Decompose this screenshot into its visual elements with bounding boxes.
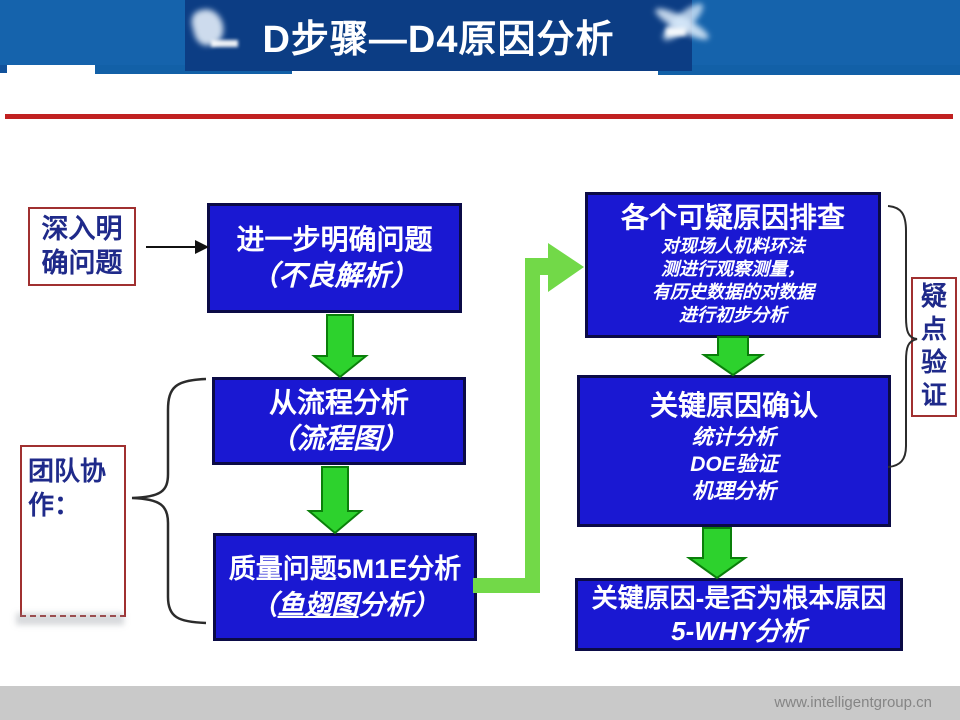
flow-box-line: 机理分析 bbox=[692, 480, 776, 503]
flow-box-title: 关键原因-是否为根本原因 bbox=[591, 582, 887, 613]
label-line: 深入明 bbox=[41, 213, 123, 245]
subtitle-open: （ bbox=[250, 590, 278, 620]
title-banner: D步骤—D4原因分析 bbox=[185, 0, 692, 71]
flow-box-root-cause-5why: 关键原因-是否为根本原因 5-WHY分析 bbox=[575, 578, 903, 651]
flow-box-title: 从流程分析 bbox=[268, 387, 409, 418]
label-char: 验 bbox=[920, 348, 947, 378]
flow-box-title: 质量问题5M1E分析 bbox=[228, 554, 462, 584]
label-char: 疑 bbox=[920, 282, 947, 312]
label-line: 确问题 bbox=[41, 247, 123, 279]
subtitle-underlined: 鱼翅图 bbox=[277, 590, 359, 620]
green-arrow-box5-box6 bbox=[685, 527, 749, 580]
left-curly-brace bbox=[131, 377, 207, 625]
flow-box-suspect-cause-screening: 各个可疑原因排查 对现场人机料环法 测进行观察测量， 有历史数据的对数据 进行初… bbox=[585, 192, 881, 338]
page-title: D步骤—D4原因分析 bbox=[262, 19, 615, 61]
flow-box-key-cause-confirmation: 关键原因确认 统计分析 DOE验证 机理分析 bbox=[577, 375, 891, 527]
green-arrow-box2-box3 bbox=[306, 466, 364, 535]
flow-box-subtitle: （不良解析） bbox=[250, 260, 419, 291]
label-line: 作： bbox=[28, 491, 81, 521]
flow-box-line: 进行初步分析 bbox=[679, 305, 787, 325]
banner-strip-notch bbox=[0, 65, 7, 73]
flow-box-process-analysis: 从流程分析 （流程图） bbox=[212, 377, 466, 465]
flow-box-line: 有历史数据的对数据 bbox=[652, 282, 814, 302]
flow-box-title: 进一步明确问题 bbox=[236, 224, 433, 255]
flow-box-clarify-further: 进一步明确问题 （不良解析） bbox=[207, 203, 462, 313]
flow-box-subtitle: （流程图） bbox=[268, 423, 409, 454]
label-team-collaboration: 团队协 作： bbox=[20, 445, 126, 617]
flow-box-title: 关键原因确认 bbox=[649, 390, 818, 421]
flow-box-line: 统计分析 bbox=[692, 426, 776, 449]
flow-box-line: DOE验证 bbox=[690, 453, 778, 476]
flow-box-subtitle: 5-WHY分析 bbox=[671, 615, 807, 646]
divider-red-line bbox=[5, 114, 953, 119]
footer-watermark-url: www.intelligentgroup.cn bbox=[774, 694, 932, 711]
label-char: 点 bbox=[920, 315, 947, 345]
banner-strip-right bbox=[658, 65, 960, 75]
flow-box-5m1e-analysis: 质量问题5M1E分析 （鱼翅图分析） bbox=[213, 533, 477, 641]
label-line: 团队协 bbox=[28, 457, 107, 487]
subtitle-close: 分析） bbox=[358, 590, 440, 620]
label-suspect-verification: 疑 点 验 证 bbox=[911, 277, 957, 417]
green-arrow-box1-box2 bbox=[311, 314, 369, 379]
watermark-blob-right-dot bbox=[666, 28, 686, 36]
flow-box-line: 对现场人机料环法 bbox=[661, 236, 805, 256]
green-elbow-arrow-box3-box4 bbox=[473, 243, 584, 593]
watermark-blob-left-dash bbox=[211, 40, 238, 47]
label-clarify-problem: 深入明 确问题 bbox=[28, 207, 136, 286]
erased-watermark-smudge bbox=[16, 613, 124, 625]
label-char: 证 bbox=[920, 381, 947, 411]
flow-box-title: 各个可疑原因排查 bbox=[620, 202, 845, 233]
footer-bar: www.intelligentgroup.cn bbox=[0, 686, 960, 720]
green-arrow-box4-box5 bbox=[700, 336, 766, 377]
flow-box-line: 测进行观察测量， bbox=[661, 259, 805, 279]
flow-box-subtitle: （鱼翅图分析） bbox=[251, 587, 440, 623]
